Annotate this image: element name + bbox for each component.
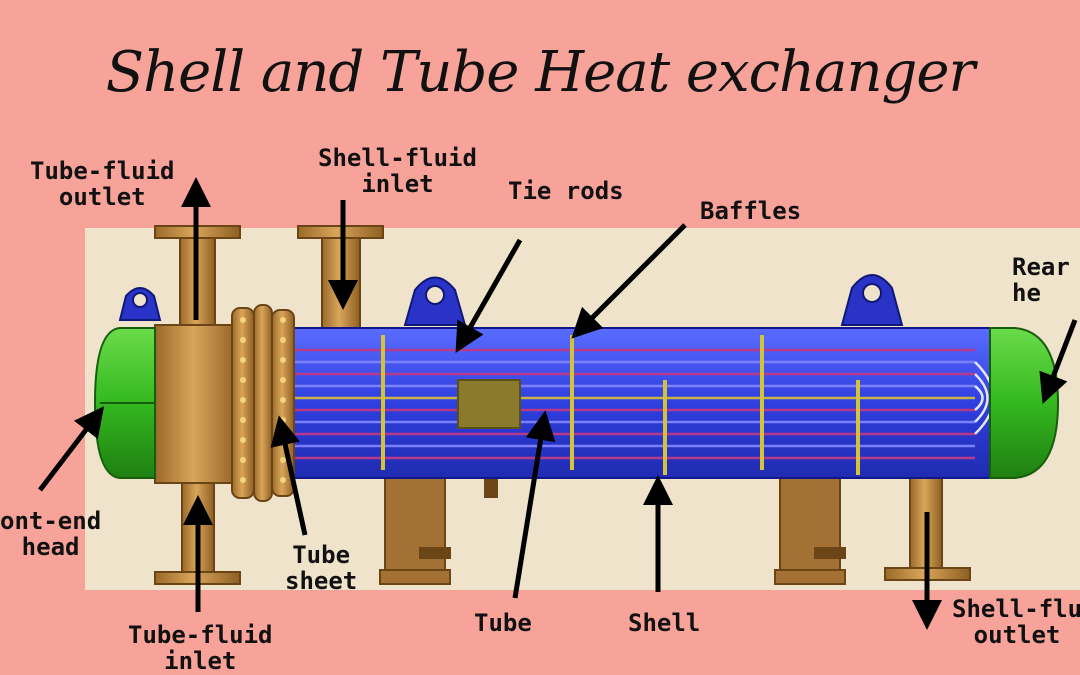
tube-sheet-flanges bbox=[231, 304, 295, 502]
label-tube: Tube bbox=[474, 609, 532, 637]
front-channel bbox=[154, 324, 241, 484]
rear-head bbox=[989, 327, 1060, 479]
tube-bundle bbox=[295, 348, 995, 460]
label-shell-fluid-outlet: Shell-flu outlet bbox=[952, 595, 1080, 649]
lifting-lugs bbox=[118, 274, 904, 326]
baffles bbox=[381, 335, 860, 475]
tie-rod-plate bbox=[457, 379, 521, 429]
label-rear-head: Rear he bbox=[1012, 253, 1070, 307]
callout-arrows bbox=[38, 177, 1078, 630]
label-tube-fluid-inlet: Tube-fluid inlet bbox=[128, 621, 273, 675]
label-shell: Shell bbox=[628, 609, 701, 637]
label-tube-sheet: Tube sheet bbox=[285, 541, 358, 595]
label-tie-rods: Tie rods bbox=[508, 177, 624, 205]
label-shell-fluid-inlet: Shell-fluid inlet bbox=[318, 144, 477, 198]
flange-bolts bbox=[240, 317, 286, 483]
label-front-end-head: ont-end head bbox=[0, 507, 102, 561]
label-tube-fluid-outlet: Tube-fluid outlet bbox=[30, 157, 175, 211]
diagram-title: Shell and Tube Heat exchanger bbox=[105, 40, 976, 105]
label-baffles: Baffles bbox=[700, 197, 802, 225]
